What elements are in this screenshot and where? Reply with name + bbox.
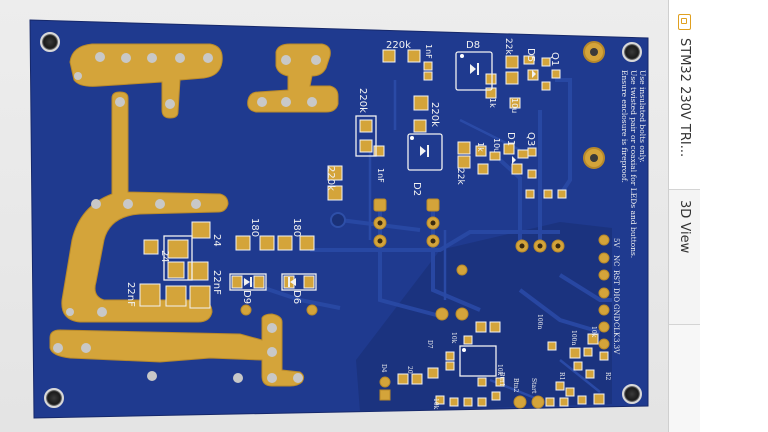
label-d4: D4 bbox=[380, 364, 387, 373]
label-180-right: 180 bbox=[291, 218, 302, 237]
board-note-line-2: Use twisted pair or coaxial for LEDs and… bbox=[629, 70, 638, 258]
through-hole-pads bbox=[240, 198, 610, 409]
label-22k-mid: 22k bbox=[455, 168, 465, 185]
silkscreen-symbols bbox=[244, 63, 536, 287]
label-100n-b: 100n bbox=[570, 330, 577, 345]
label-220k-top: 220k bbox=[386, 40, 411, 51]
board-note-line-3: Ensure enclosure is fireproof. bbox=[620, 70, 629, 183]
label-q3: Q3 bbox=[525, 132, 536, 146]
board-note-line-1: Use insulated bolts only. bbox=[638, 70, 647, 163]
label-180-left: 180 bbox=[249, 218, 260, 237]
pin-label-dio: DIO bbox=[612, 288, 620, 302]
label-220k-low: 220k bbox=[325, 166, 336, 191]
btn-label-btn1: Btn1 bbox=[498, 372, 505, 387]
label-d7: D7 bbox=[426, 340, 433, 349]
btn-label-r1: R1 bbox=[558, 372, 565, 380]
label-d2: D2 bbox=[411, 182, 422, 196]
label-d1: D1 bbox=[505, 132, 516, 146]
label-1nf-mid: 1nF bbox=[376, 168, 385, 183]
button-labels: Btn1 Btn2 Start R1 R2 bbox=[498, 372, 611, 394]
label-24-left: 24 bbox=[159, 250, 170, 263]
label-q1: Q1 bbox=[549, 52, 560, 66]
label-1k-mid: 1k bbox=[476, 142, 485, 152]
label-10u-top: 10u bbox=[510, 98, 519, 113]
header-pin-labels: 5V NC RST DIO GND CLK 3.3V bbox=[612, 238, 620, 355]
copper-pours bbox=[49, 43, 339, 387]
btn-label-start: Start bbox=[530, 378, 537, 394]
label-22k-top: 22k bbox=[503, 38, 513, 55]
label-22nf-right: 22nF bbox=[211, 270, 222, 295]
small-labels: 10k D7 20 D4 10k 10k 100n 100n 10k bbox=[380, 314, 597, 410]
right-side-panel: STM32 230V TRI... 3D View bbox=[668, 0, 702, 432]
pcb-3d-viewport[interactable]: 220k 1nF D8 22k D5 Q1 220k 220k 1nF D2 1… bbox=[0, 0, 668, 432]
pcb-board-render[interactable]: 220k 1nF D8 22k D5 Q1 220k 220k 1nF D2 1… bbox=[0, 0, 668, 432]
pin-label-5v: 5V bbox=[612, 238, 620, 248]
btn-label-btn2: Btn2 bbox=[512, 378, 519, 393]
label-1k-top: 1k bbox=[488, 98, 497, 108]
label-220k-mid-right: 220k bbox=[429, 102, 440, 127]
tab-3d-view[interactable]: 3D View bbox=[669, 190, 701, 325]
label-24-right: 24 bbox=[211, 234, 222, 247]
pin-one-markers bbox=[410, 54, 466, 352]
label-22nf-left: 22nF bbox=[125, 282, 136, 307]
label-1nf-top: 1nF bbox=[424, 44, 433, 59]
pin-label-clk: CLK bbox=[612, 322, 620, 338]
label-d5: D5 bbox=[525, 48, 536, 62]
ground-pour bbox=[356, 222, 612, 412]
btn-label-r2: R2 bbox=[604, 372, 611, 381]
file-icon bbox=[678, 14, 691, 30]
pin-label-rst: RST bbox=[612, 270, 620, 285]
pin-label-nc: NC bbox=[612, 255, 620, 266]
tab-3d-view-label: 3D View bbox=[677, 200, 692, 254]
tab-file-label: STM32 230V TRI... bbox=[677, 38, 692, 158]
pin-label-3v3: 3.3V bbox=[612, 338, 620, 355]
label-220k-mid-left: 220k bbox=[357, 88, 368, 113]
designator-labels: 220k 1nF D8 22k D5 Q1 220k 220k 1nF D2 1… bbox=[125, 38, 560, 307]
right-blank-area bbox=[700, 0, 768, 432]
pin-label-gnd: GND bbox=[612, 304, 620, 322]
label-10k-b: 10k bbox=[496, 364, 503, 376]
label-100n: 100n bbox=[536, 314, 543, 329]
silkscreen-outlines bbox=[163, 51, 497, 377]
label-d6: D6 bbox=[291, 290, 302, 304]
label-10u-mid: 10u bbox=[492, 138, 501, 153]
label-10k-c: 10k bbox=[432, 398, 439, 410]
label-d8: D8 bbox=[466, 40, 480, 51]
copper-holes bbox=[53, 52, 321, 383]
label-20: 20 bbox=[406, 366, 413, 374]
tab-file[interactable]: STM32 230V TRI... bbox=[669, 0, 701, 190]
label-d9: D9 bbox=[241, 290, 252, 304]
label-10k-d: 10k bbox=[590, 326, 597, 338]
board-note: Use insulated bolts only. Use twisted pa… bbox=[620, 70, 647, 258]
label-10k-a: 10k bbox=[450, 332, 457, 344]
